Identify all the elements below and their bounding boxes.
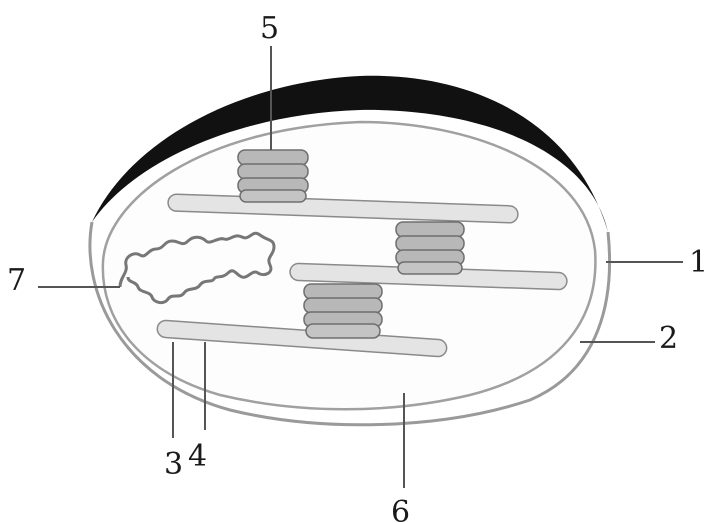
label-6: 6 — [391, 495, 410, 523]
label-5: 5 — [260, 11, 279, 46]
label-3: 3 — [164, 447, 183, 482]
granum-middle — [396, 222, 464, 274]
granum-lower — [304, 284, 382, 338]
granum-top — [238, 150, 308, 202]
label-4: 4 — [188, 439, 207, 474]
label-1: 1 — [689, 245, 708, 280]
label-7: 7 — [7, 263, 26, 298]
label-2: 2 — [659, 321, 678, 356]
